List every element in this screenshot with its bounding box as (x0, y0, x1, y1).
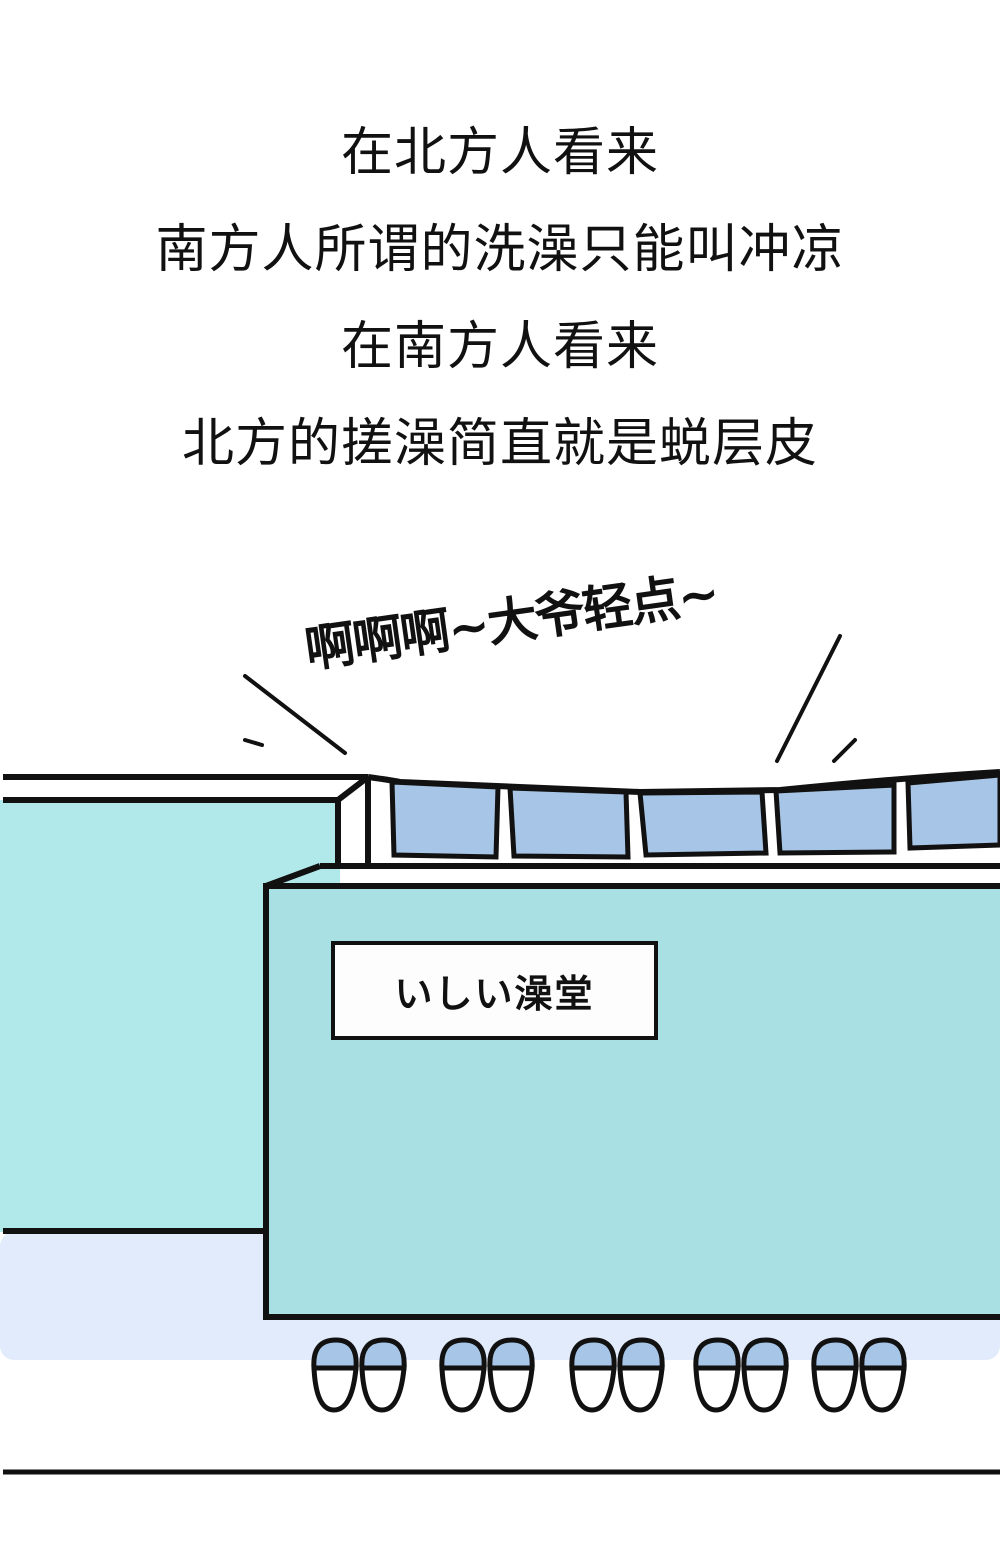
caption-line-3: 在南方人看来 (340, 317, 659, 377)
caption-text-block: 在北方人看来 南方人所谓的洗澡只能叫冲凉 在南方人看来 北方的搓澡简直就是蜕层皮 (0, 105, 1000, 493)
caption-line-4: 北方的搓澡简直就是蜕层皮 (181, 414, 818, 474)
sign-text: いしい澡堂 (394, 972, 595, 1016)
slippers (311, 1337, 907, 1413)
caption-line-1: 在北方人看来 (340, 123, 659, 183)
window-row (389, 772, 1000, 860)
caption-line-2: 南方人所谓的洗澡只能叫冲凉 (155, 220, 845, 280)
emphasis-lines (243, 634, 857, 763)
bathhouse-sign: いしい澡堂 (331, 941, 658, 1040)
